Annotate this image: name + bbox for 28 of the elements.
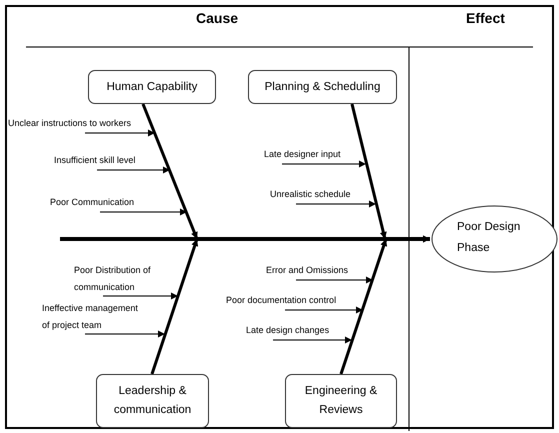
- category-box: Engineering & Reviews: [285, 374, 397, 428]
- category-box: Human Capability: [88, 70, 216, 104]
- cause-label: Poor documentation control: [226, 292, 336, 312]
- cause-label: Insufficient skill level: [54, 152, 136, 172]
- arrow: [296, 276, 374, 284]
- cause-label: Unclear instructions to workers: [8, 115, 132, 135]
- effect-ellipse: Poor Design Phase: [431, 205, 558, 273]
- cause-label: Poor Distribution of communication: [74, 262, 158, 298]
- arrow: [84, 130, 156, 136]
- arrow: [100, 208, 188, 216]
- cause-label: Unrealistic schedule: [270, 186, 351, 206]
- column-heading: Cause: [196, 10, 238, 26]
- cause-label: Error and Omissions: [266, 262, 348, 282]
- arrow: [282, 160, 366, 168]
- arrow: [84, 330, 166, 338]
- arrow: [284, 306, 364, 314]
- cause-label: Ineffective management of project team: [42, 300, 146, 336]
- arrow: [272, 336, 352, 344]
- category-box: Leadership & communication: [96, 374, 209, 428]
- arrow: [102, 292, 178, 300]
- arrow: [296, 200, 376, 208]
- cause-label: Late design changes: [246, 322, 330, 342]
- cause-label: Poor Communication: [50, 194, 134, 214]
- category-box: Planning & Scheduling: [248, 70, 397, 104]
- cause-label: Late designer input: [264, 146, 341, 166]
- spine-arrow: [60, 236, 430, 242]
- arrow: [96, 166, 170, 174]
- column-heading: Effect: [466, 10, 505, 26]
